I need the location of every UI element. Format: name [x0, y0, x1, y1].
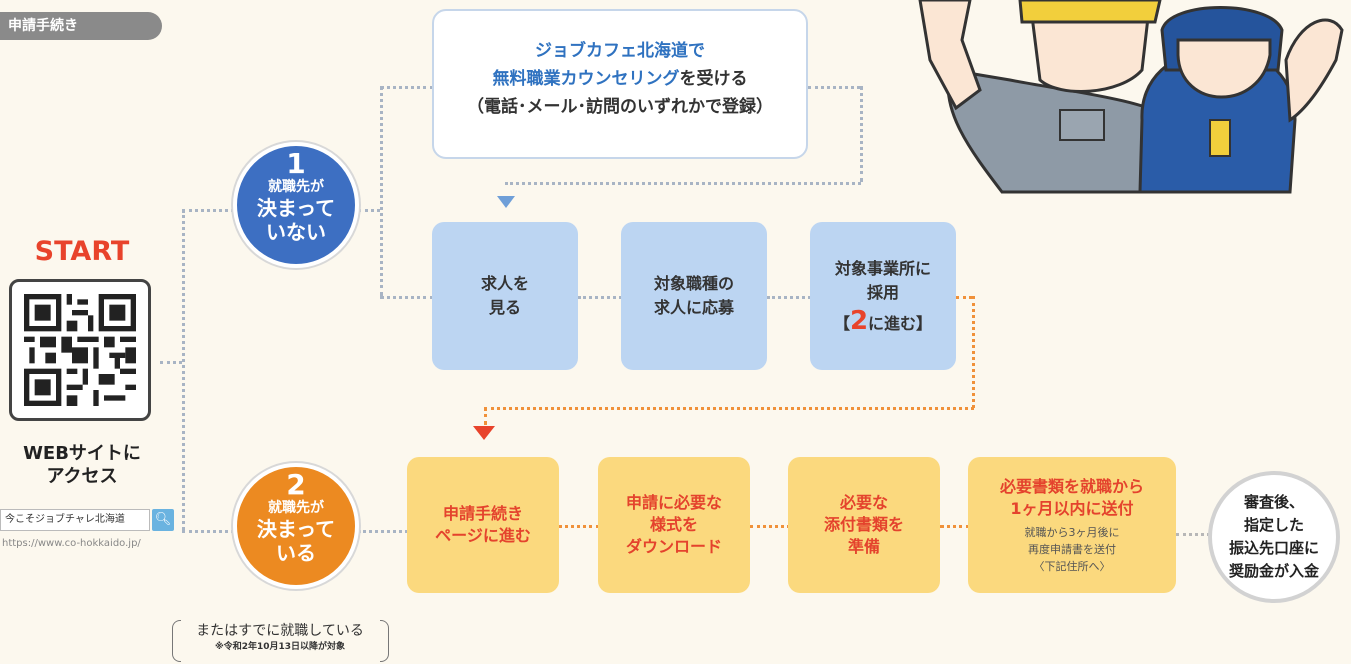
connector	[160, 361, 182, 364]
connector	[972, 296, 975, 408]
connector	[380, 296, 434, 299]
step-line: 求人に応募	[653, 298, 734, 317]
path2-line2: 決まって	[256, 517, 336, 541]
counseling-highlight: 無料職業カウンセリング	[492, 69, 680, 89]
connector	[484, 407, 487, 425]
connector	[182, 210, 185, 530]
counseling-line2-rest: を受ける	[679, 69, 748, 89]
step-line: 必要書類を就職から	[999, 476, 1144, 496]
step-subline: 再度申請書を送付	[1028, 542, 1116, 556]
workers-illustration	[918, 0, 1344, 194]
connector	[750, 525, 790, 528]
step-line: 見る	[488, 298, 521, 317]
arrow-down-icon	[473, 426, 495, 440]
step-line: ダウンロード	[625, 537, 722, 556]
note-line1: またはすでに就職している	[196, 623, 364, 639]
step-attachments: 必要な 添付書類を 準備	[788, 457, 940, 593]
end-line: 振込先口座に	[1228, 539, 1319, 557]
qr-code-icon	[24, 294, 136, 406]
step-line: 求人を	[480, 274, 529, 293]
end-line: 指定した	[1243, 516, 1304, 534]
connector	[808, 86, 860, 89]
step-send-documents: 必要書類を就職から 1ヶ月以内に送付 就職から3ヶ月後に 再度申請書を送付 〈下…	[968, 457, 1176, 593]
connector	[956, 296, 972, 299]
connector	[484, 407, 974, 410]
connector	[358, 209, 380, 212]
connector	[860, 86, 863, 182]
qr-code[interactable]	[9, 279, 151, 421]
path1-line3: いない	[266, 220, 326, 244]
site-url[interactable]: https://www.co-hokkaido.jp/	[2, 538, 141, 549]
connector	[578, 296, 622, 299]
step-subline: 〈下記住所へ〉	[1033, 559, 1111, 573]
web-access-line2: アクセス	[46, 466, 118, 487]
counseling-line3: （電話･メール･訪問のいずれかで登録）	[467, 97, 773, 117]
step-line: 1ヶ月以内に送付	[1010, 498, 1134, 518]
step-line: 必要な	[839, 493, 888, 512]
goto-open: 【	[833, 313, 850, 333]
path2-line3: いる	[276, 541, 316, 565]
connector	[182, 209, 234, 212]
connector	[505, 182, 861, 185]
step-line: 申請手続き	[442, 504, 523, 523]
step-line: 採用	[866, 282, 899, 302]
web-access-line1: WEBサイトに	[23, 443, 141, 464]
connector	[380, 86, 434, 89]
step-view-jobs: 求人を 見る	[432, 222, 578, 370]
step-application-page: 申請手続き ページに進む	[407, 457, 559, 593]
path2-number: 2	[286, 468, 306, 501]
path2-note: またはすでに就職している ※令和2年10月13日以降が対象	[172, 622, 388, 654]
connector	[182, 530, 234, 533]
goto-step2: 【2に進む】	[833, 305, 933, 336]
path1-line1: 就職先が	[268, 179, 324, 195]
connector	[1176, 533, 1210, 536]
step-line: 申請に必要な	[625, 493, 722, 512]
goto-number: 2	[849, 305, 869, 336]
step-line: 添付書類を	[823, 515, 904, 534]
search-field[interactable]: 今こそジョブチャレ北海道	[0, 509, 150, 531]
step-line: ページに進む	[435, 526, 531, 545]
connector	[380, 86, 383, 296]
counseling-line1: ジョブカフェ北海道で	[535, 41, 705, 61]
arrow-down-icon	[497, 196, 515, 208]
bracket-left	[172, 620, 181, 662]
step-download: 申請に必要な 様式を ダウンロード	[598, 457, 750, 593]
path2-line1: 就職先が	[268, 500, 324, 516]
end-line: 奨励金が入金	[1228, 562, 1319, 580]
counseling-line2: 無料職業カウンセリングを受ける	[434, 65, 806, 93]
connector	[767, 296, 811, 299]
step-hired: 対象事業所に 採用 【2に進む】	[810, 222, 956, 370]
path2-circle: 2 就職先が 決まって いる	[233, 463, 359, 589]
step-subline: 就職から3ヶ月後に	[1024, 525, 1120, 539]
start-label: START	[34, 236, 130, 267]
path1-circle: 1 就職先が 決まって いない	[233, 142, 359, 268]
end-line: 審査後、	[1243, 493, 1304, 511]
step-apply: 対象職種の 求人に応募	[621, 222, 767, 370]
search-icon[interactable]: 🔍︎	[152, 509, 174, 531]
note-line2: ※令和2年10月13日以降が対象	[214, 642, 346, 652]
path1-number: 1	[286, 147, 306, 180]
goto-rest: に進む】	[868, 313, 933, 333]
counseling-card: ジョブカフェ北海道で 無料職業カウンセリングを受ける （電話･メール･訪問のいず…	[432, 9, 808, 159]
step-line: 準備	[847, 537, 880, 556]
step-line: 様式を	[649, 515, 698, 534]
web-access-label: WEBサイトに アクセス	[8, 442, 156, 488]
connector	[358, 530, 408, 533]
section-tab: 申請手続き	[0, 12, 162, 40]
connector	[940, 525, 970, 528]
end-circle: 審査後、 指定した 振込先口座に 奨励金が入金	[1208, 471, 1340, 603]
connector	[558, 525, 600, 528]
step-line: 対象事業所に	[834, 258, 931, 278]
path1-line2: 決まって	[256, 196, 336, 220]
step-line: 対象職種の	[653, 274, 734, 293]
